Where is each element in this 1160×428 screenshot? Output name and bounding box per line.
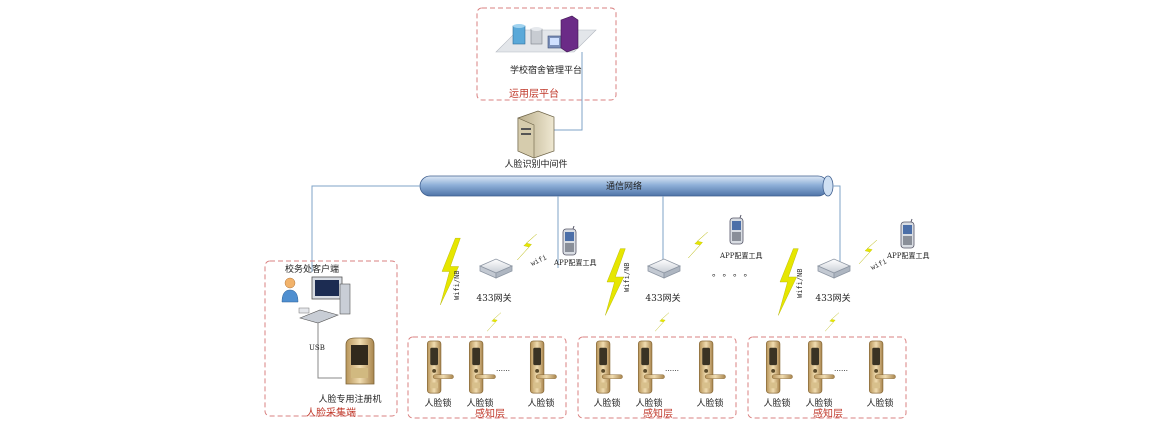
perception-layer-label: 感知层	[475, 407, 505, 420]
face-lock-icon	[765, 340, 793, 394]
face-lock-label: 人脸锁	[593, 397, 620, 409]
face-lock-label: 人脸锁	[635, 397, 662, 409]
wifi-nb-label: Wifi/NB	[623, 262, 631, 292]
computer-icon	[298, 276, 351, 324]
gateway3-network-link	[833, 185, 841, 268]
application-layer-box	[476, 7, 617, 101]
gateway-icon	[817, 258, 851, 279]
face-capture-box	[264, 260, 398, 417]
face-lock-label: 人脸锁	[805, 397, 832, 409]
ellipsis: ……	[665, 365, 679, 373]
network-label: 通信网络	[606, 180, 642, 192]
perception-layer-label: 感知层	[643, 407, 673, 420]
perception-box-2	[577, 336, 737, 419]
usb-cable	[317, 323, 342, 379]
usb-label: USB	[309, 344, 325, 352]
server-icon	[517, 110, 555, 159]
ellipsis: ……	[834, 365, 848, 373]
face-lock-icon	[468, 340, 496, 394]
wifi-nb-label: Wifi/NB	[453, 270, 461, 300]
lock-link-lightning-icon	[655, 312, 669, 332]
face-register-device	[345, 337, 375, 385]
lock-link-lightning-icon	[825, 312, 839, 332]
face-lock-icon	[637, 340, 665, 394]
face-lock-label: 人脸锁	[424, 397, 451, 409]
wifi-label: wifi	[869, 257, 888, 271]
perception-layer-label: 感知层	[813, 407, 843, 420]
face-capture-layer-label: 人脸采集端	[306, 406, 356, 419]
face-lock-label: 人脸锁	[527, 397, 554, 409]
application-layer-label: 运用层平台	[509, 87, 559, 100]
face-lock-icon	[529, 340, 557, 394]
client-network-link	[311, 185, 420, 272]
gateway-icon	[479, 258, 513, 279]
platform-label: 学校宿舍管理平台	[510, 64, 582, 76]
client-label: 校务处客户端	[285, 263, 339, 275]
lock-link-lightning-icon	[487, 312, 501, 332]
app-config-label: APP配置工具	[886, 252, 929, 260]
wifi-label: wifi	[529, 253, 548, 267]
face-lock-icon	[595, 340, 623, 394]
face-lock-icon	[868, 340, 896, 394]
gateway-label: 433网关	[815, 292, 850, 304]
perception-box-3	[747, 336, 907, 419]
ellipsis: ……	[496, 365, 510, 373]
gateway-label: 433网关	[476, 292, 511, 304]
face-lock-icon	[698, 340, 726, 394]
wifi-lightning-icon	[517, 234, 537, 260]
face-lock-label: 人脸锁	[866, 397, 893, 409]
wifi-nb-label: Wifi/NB	[796, 268, 804, 298]
phone-icon	[900, 218, 915, 249]
face-lock-label: 人脸锁	[763, 397, 790, 409]
face-lock-label: 人脸锁	[696, 397, 723, 409]
person-icon	[281, 277, 299, 303]
more-gateways-ellipsis: 。。。。	[712, 269, 759, 279]
app-config-label: APP配置工具	[719, 252, 762, 260]
perception-box-1	[407, 336, 567, 419]
face-lock-label: 人脸锁	[466, 397, 493, 409]
gateway-icon	[647, 258, 681, 279]
register-label: 人脸专用注册机	[318, 393, 381, 405]
gateway-label: 433网关	[645, 292, 680, 304]
platform-middleware-link	[552, 52, 583, 131]
face-lock-icon	[426, 340, 454, 394]
middleware-label: 人脸识别中间件	[504, 158, 567, 170]
wifi-lightning-icon	[688, 232, 708, 258]
face-lock-icon	[807, 340, 835, 394]
app-config-label: APP配置工具	[553, 259, 596, 267]
wifi-lightning-icon	[858, 240, 878, 264]
phone-icon	[562, 226, 577, 256]
platform-illustration	[495, 15, 597, 53]
phone-icon	[729, 214, 744, 245]
